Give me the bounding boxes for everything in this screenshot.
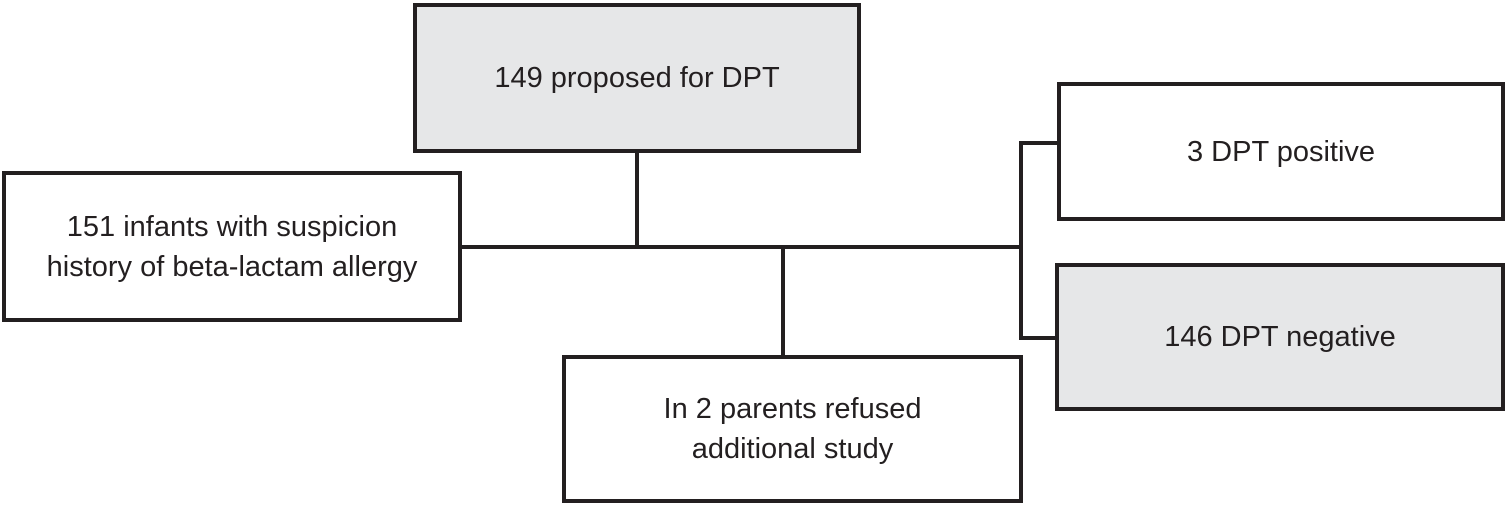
connector-rail-to-refused — [781, 249, 785, 355]
node-parents-refused: In 2 parents refused additional study — [562, 355, 1023, 503]
connector-stub-dpt-negative — [1023, 336, 1055, 340]
node-proposed-for-dpt-label: 149 proposed for DPT — [494, 62, 780, 94]
node-dpt-positive-label: 3 DPT positive — [1186, 135, 1376, 168]
connector-right-bracket — [1019, 141, 1023, 340]
node-parents-refused-label: In 2 parents refused additional study — [663, 393, 922, 465]
connector-stub-dpt-positive — [1023, 141, 1057, 145]
node-proposed-for-dpt: 149 proposed for DPT — [413, 3, 861, 153]
node-dpt-negative-label: 146 DPT negative — [1164, 321, 1396, 353]
connector-main-rail — [462, 245, 1023, 249]
node-infants-suspicion-allergy: 151 infants with suspicion history of be… — [2, 171, 462, 322]
node-infants-suspicion-allergy-label: 151 infants with suspicion history of be… — [46, 210, 418, 283]
node-dpt-positive: 3 DPT positive — [1057, 82, 1505, 221]
node-dpt-negative: 146 DPT negative — [1055, 263, 1505, 411]
connector-proposed-to-rail — [635, 153, 639, 249]
